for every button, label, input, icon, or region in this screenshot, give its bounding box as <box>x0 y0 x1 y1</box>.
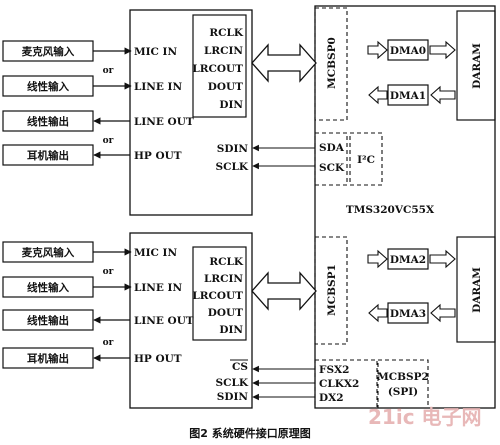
codec-1-pin-sclk: SCLK <box>216 161 249 173</box>
i2c-pin-sda: SDA <box>319 142 345 154</box>
dma0-to-daram-arrow <box>429 40 456 60</box>
codec-2-pin-cs: CS <box>232 361 248 373</box>
codec-2-or-label: or <box>103 338 114 348</box>
interconnects <box>251 43 317 401</box>
codec-1-pin-hp-out: HP OUT <box>134 150 182 162</box>
codec-2-pin-lrcin: LRCIN <box>204 273 243 285</box>
dma3-box <box>387 302 429 324</box>
codec-1-pin-sdin: SDIN <box>217 143 249 155</box>
codec-1-pin-lrcout: LRCOUT <box>192 63 243 75</box>
codec-2-pin-hp-out: HP OUT <box>134 353 182 365</box>
dma0-label: DMA0 <box>390 45 426 57</box>
mcbsp2-label: MCBSP2 <box>377 371 429 383</box>
codec-2-pin-lrcout: LRCOUT <box>192 290 243 302</box>
daram-to-dma3-arrow <box>430 303 456 323</box>
codec-2-pin-sdin: SDIN <box>217 391 249 403</box>
codec-2-hp-output-label: 耳机输出 <box>27 352 69 365</box>
codec-1-or-label: or <box>103 66 114 76</box>
daram-to-dma1-arrow <box>430 85 456 105</box>
codec-1-pin-line-out: LINE OUT <box>134 116 194 128</box>
codec-1-box <box>129 9 253 216</box>
codec-2-line-output-label: 线性输出 <box>27 314 69 327</box>
dma3-label: DMA3 <box>390 308 426 320</box>
mcbsp1-to-dma2-arrow <box>367 249 388 269</box>
dsp-name: TMS320VC55X <box>346 204 435 216</box>
codec-2-line-input-label: 线性输入 <box>27 281 69 294</box>
bus-arrow-bottom <box>251 271 317 311</box>
codec-2: 麦克风输入 线性输入 线性输出 耳机输出 or or MIC IN LINE I… <box>2 232 253 409</box>
codec-2-pin-dout: DOUT <box>208 307 243 319</box>
mcbsp2-pins-box <box>314 359 378 409</box>
codec-1-serial-box <box>192 14 247 118</box>
codec-1: 麦克风输入 线性输入 线性输出 耳机输出 or or MIC IN LINE I… <box>2 9 253 216</box>
codec-1-pin-lrcin: LRCIN <box>204 45 243 57</box>
i2c-label: I²C <box>357 154 375 166</box>
codec-2-pin-rclk: RCLK <box>209 256 243 268</box>
dma2-box <box>387 248 429 270</box>
i2c-box <box>349 132 383 186</box>
codec-1-line-output-box <box>2 110 94 132</box>
mcbsp0-label: MCBSP0 <box>326 37 338 89</box>
mcbsp2-box <box>377 359 429 409</box>
codec-1-hp-output-label: 耳机输出 <box>27 149 69 162</box>
mcbsp0-to-dma0-arrow <box>367 40 388 60</box>
codec-1-line-output-label: 线性输出 <box>27 115 69 128</box>
codec-2-or-label: or <box>103 267 114 277</box>
figure-caption: 图2 系统硬件接口原理图 <box>189 426 310 440</box>
codec-2-pin-din: DIN <box>219 324 243 336</box>
daram-bottom-box <box>456 236 496 343</box>
codec-2-hp-output-box <box>2 347 94 369</box>
codec-1-pin-rclk: RCLK <box>209 27 243 39</box>
watermark: 21ic 电子网 <box>368 405 482 429</box>
codec-1-pin-mic-in: MIC IN <box>134 46 177 58</box>
codec-1-pin-dout: DOUT <box>208 81 243 93</box>
i2c-pins-box <box>314 132 348 186</box>
codec-1-line-input-label: 线性输入 <box>27 80 69 93</box>
codec-2-mic-input-label: 麦克风输入 <box>22 246 75 259</box>
daram-top-box <box>456 10 496 121</box>
mcbsp2-pin-fsx2: FSX2 <box>319 364 350 376</box>
mcbsp2-pin-dx2: DX2 <box>319 392 344 404</box>
i2c-pin-sck: SCK <box>319 162 345 174</box>
mcbsp2-sub-label: (SPI) <box>388 386 418 398</box>
codec-1-hp-output-box <box>2 144 94 166</box>
mcbsp2-pin-clkx2: CLKX2 <box>319 378 359 390</box>
codec-1-pin-din: DIN <box>219 99 243 111</box>
daram-top-label: DARAM <box>471 43 483 89</box>
codec-1-or-label: or <box>103 136 114 146</box>
codec-2-pin-sclk: SCLK <box>216 377 249 389</box>
codec-2-serial-box <box>192 246 247 341</box>
daram-bottom-label: DARAM <box>471 267 483 313</box>
dma1-box <box>387 84 429 106</box>
dma2-label: DMA2 <box>390 254 426 266</box>
codec-2-pin-mic-in: MIC IN <box>134 247 177 259</box>
dma1-label: DMA1 <box>390 90 426 102</box>
dma0-box <box>387 39 429 61</box>
codec-1-mic-input-label: 麦克风输入 <box>22 45 75 58</box>
codec-2-line-output-box <box>2 309 94 331</box>
dma2-to-daram-arrow <box>429 249 456 269</box>
dsp: MCBSP0 DARAM DMA0 DMA1 SDA SCK I²C TMS32… <box>314 5 496 409</box>
codec-2-pin-line-in: LINE IN <box>134 282 182 294</box>
mcbsp1-label: MCBSP1 <box>326 264 338 316</box>
dma3-to-mcbsp1-arrow <box>368 303 388 323</box>
codec-1-pin-line-in: LINE IN <box>134 81 182 93</box>
dma1-to-mcbsp0-arrow <box>368 85 388 105</box>
bus-arrow-top <box>251 43 317 83</box>
codec-2-pin-line-out: LINE OUT <box>134 315 194 327</box>
